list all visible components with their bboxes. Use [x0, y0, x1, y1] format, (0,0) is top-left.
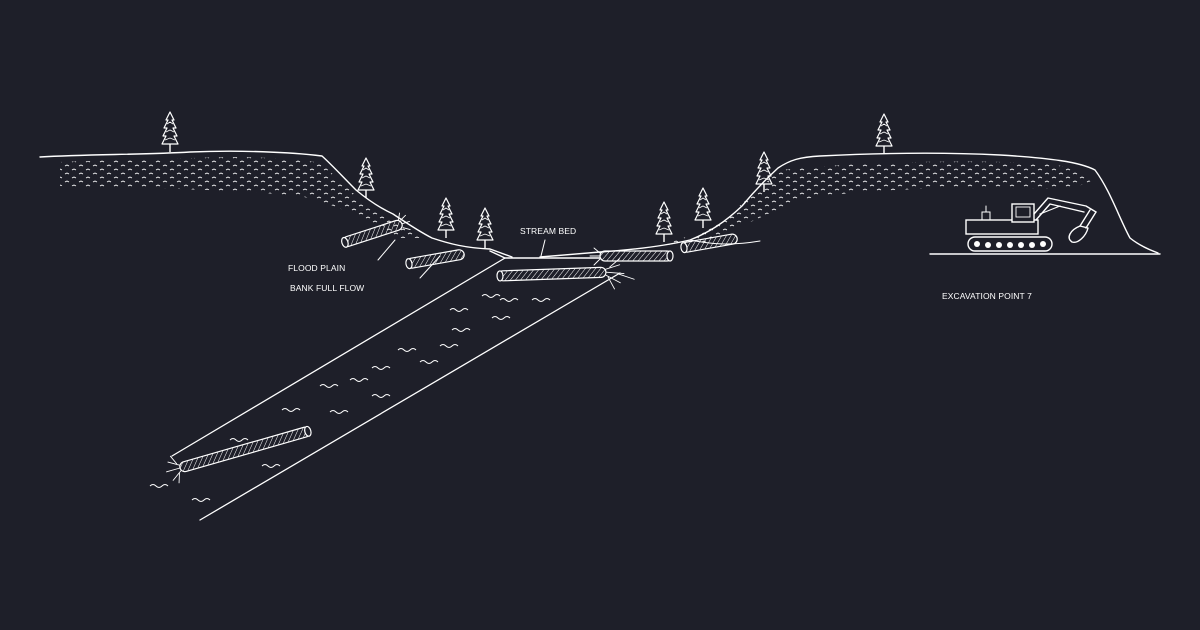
label-bank-full-flow: BANK FULL FLOW — [290, 283, 364, 293]
label-excavation-point: EXCAVATION POINT 7 — [942, 291, 1032, 301]
left-bank-terrain — [39, 150, 513, 258]
excavator-icon — [929, 197, 1161, 255]
diagram-labels: FLOOD PLAIN BANK FULL FLOW STREAM BED EX… — [288, 226, 1032, 301]
stream-channel — [171, 257, 621, 521]
label-flood-plain: FLOOD PLAIN — [288, 263, 345, 273]
water-ripple-icon — [149, 294, 551, 502]
log-icon — [166, 212, 738, 484]
right-bank-terrain — [539, 152, 1159, 258]
label-stream-bed: STREAM BED — [520, 226, 576, 236]
